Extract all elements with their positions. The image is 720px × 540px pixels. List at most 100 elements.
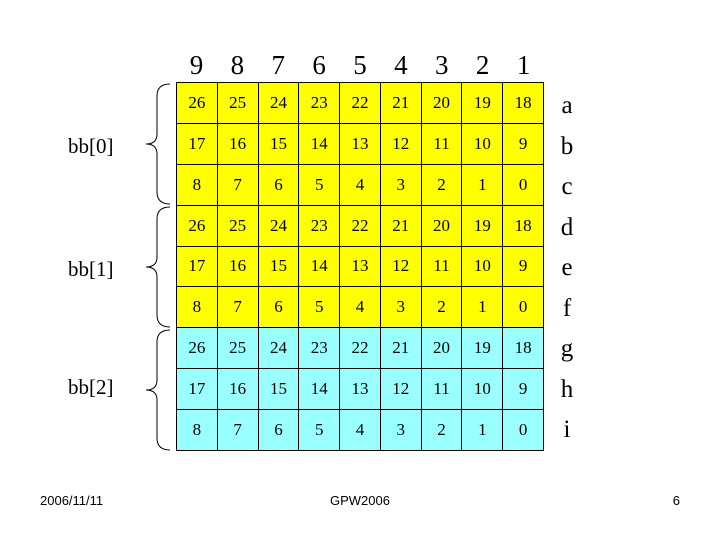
- grid-cell: 24: [258, 83, 300, 124]
- grid-cell: 6: [258, 164, 300, 206]
- grid-cell: 5: [299, 287, 341, 329]
- grid-cell: 10: [462, 123, 504, 165]
- row-label: h: [560, 375, 574, 403]
- group-label-bb2: bb[2]: [68, 375, 114, 399]
- grid-cell: 22: [340, 205, 381, 247]
- row-label: e: [561, 254, 573, 281]
- brace-icon: [145, 206, 171, 328]
- grid-cell: 14: [299, 369, 341, 411]
- grid-cell: 0: [503, 164, 544, 206]
- grid-cell: 25: [217, 205, 259, 247]
- row-label: d: [560, 213, 574, 241]
- column-header: 5: [353, 50, 367, 80]
- grid-cell: 3: [380, 410, 422, 451]
- footer-title: GPW2006: [330, 493, 390, 508]
- grid-cell: 2: [421, 287, 463, 329]
- grid-cell: 9: [503, 123, 544, 165]
- grid-cell: 17: [177, 369, 218, 411]
- grid-cell: 1: [462, 287, 504, 329]
- grid-cell: 12: [380, 123, 422, 165]
- grid-cell: 25: [217, 328, 259, 370]
- grid-cell: 6: [258, 410, 300, 451]
- grid-cell: 15: [258, 123, 300, 165]
- grid-cell: 7: [217, 410, 259, 451]
- grid-cell: 24: [258, 205, 300, 247]
- grid-cell: 26: [177, 328, 218, 370]
- column-header: 4: [394, 50, 408, 80]
- grid-cell: 0: [503, 410, 544, 451]
- grid-cell: 14: [299, 123, 341, 165]
- group-label-bb1: bb[1]: [68, 257, 114, 281]
- grid-cell: 26: [177, 83, 218, 124]
- brace-icon: [145, 329, 171, 451]
- grid-cell: 19: [462, 83, 504, 124]
- grid-cell: 10: [462, 369, 504, 411]
- grid-cell: 9: [503, 369, 544, 411]
- grid-cell: 8: [177, 287, 218, 329]
- column-header: 8: [230, 50, 245, 80]
- row-label: i: [563, 416, 571, 443]
- grid-cell: 2: [421, 164, 463, 206]
- grid-cell: 20: [421, 83, 463, 124]
- group-label-bb0: bb[0]: [68, 134, 114, 158]
- column-header: 2: [475, 50, 490, 80]
- grid-cell: 16: [217, 123, 259, 165]
- grid-cell: 20: [421, 328, 463, 370]
- grid-cell: 11: [421, 123, 463, 165]
- row-label: c: [561, 173, 573, 200]
- grid-cell: 3: [380, 287, 422, 329]
- row-label: g: [560, 335, 574, 362]
- grid-cell: 23: [299, 205, 341, 247]
- column-header: 7: [271, 50, 285, 80]
- grid-cell: 23: [299, 83, 341, 124]
- grid-cell: 1: [462, 164, 504, 206]
- row-label-column: a b c d e f g h i: [552, 88, 582, 448]
- grid-cell: 11: [421, 369, 463, 411]
- row-label: a: [561, 92, 573, 119]
- grid-cell: 4: [340, 287, 381, 329]
- grid-cell: 0: [503, 287, 544, 329]
- footer-date: 2006/11/11: [40, 493, 104, 508]
- grid-cell: 21: [380, 328, 422, 370]
- grid-cell: 15: [258, 369, 300, 411]
- grid-cell: 13: [340, 369, 381, 411]
- grid-cell: 5: [299, 410, 341, 451]
- grid-cell: 5: [299, 164, 341, 206]
- grid-cell: 21: [380, 83, 422, 124]
- grid-cell: 2: [421, 410, 463, 451]
- grid-cell: 17: [177, 123, 218, 165]
- grid-cell: 10: [462, 246, 504, 288]
- grid-cell: 15: [258, 246, 300, 288]
- grid-cell: 8: [177, 164, 218, 206]
- grid-cell: 16: [217, 369, 259, 411]
- grid-cell: 17: [177, 246, 218, 288]
- grid-cell: 23: [299, 328, 341, 370]
- grid-cell: 4: [340, 164, 381, 206]
- grid-cell: 16: [217, 246, 259, 288]
- grid-cell: 19: [462, 328, 504, 370]
- grid-cell: 18: [503, 328, 544, 370]
- grid-cell: 11: [421, 246, 463, 288]
- grid-cell: 26: [177, 205, 218, 247]
- grid-cell: 24: [258, 328, 300, 370]
- grid-cell: 25: [217, 83, 259, 124]
- column-header-row: 9 8 7 6 5 4 3 2 1: [176, 47, 544, 83]
- grid-cell: 22: [340, 328, 381, 370]
- grid-cell: 6: [258, 287, 300, 329]
- row-label: f: [562, 294, 572, 322]
- grid-cell: 22: [340, 83, 381, 124]
- grid-cell: 20: [421, 205, 463, 247]
- column-header: 6: [312, 50, 326, 80]
- grid-cell: 3: [380, 164, 422, 206]
- grid-cell: 19: [462, 205, 504, 247]
- column-header: 3: [435, 50, 449, 80]
- grid-cell: 13: [340, 246, 381, 288]
- grid-cell: 8: [177, 410, 218, 451]
- grid-cell: 9: [503, 246, 544, 288]
- grid-cell: 12: [380, 369, 422, 411]
- grid-cell: 1: [462, 410, 504, 451]
- page-number: 6: [672, 493, 680, 508]
- grid-cell: 18: [503, 205, 544, 247]
- grid-cell: 21: [380, 205, 422, 247]
